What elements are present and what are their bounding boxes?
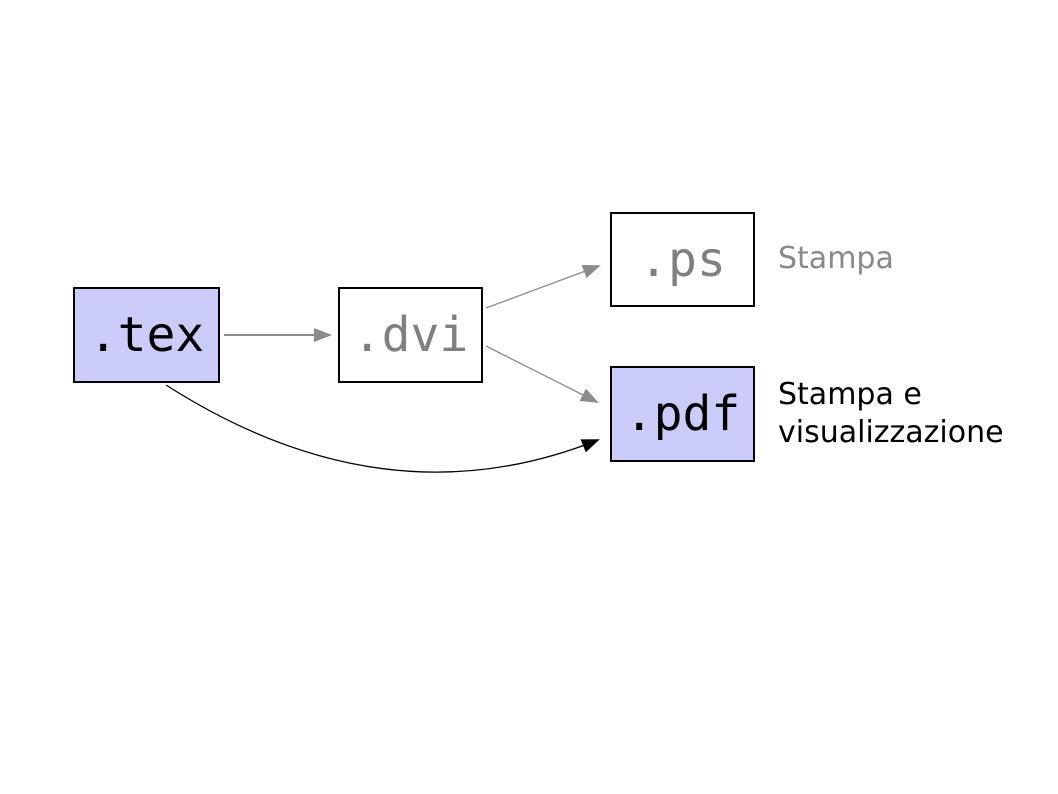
- node-dvi-label: .dvi: [352, 307, 469, 363]
- node-tex-label: .tex: [88, 307, 205, 363]
- node-ps: .ps: [610, 212, 755, 307]
- node-pdf-label: .pdf: [624, 386, 741, 442]
- edge-tex-to-pdf-curve: [165, 384, 600, 473]
- node-dvi: .dvi: [338, 287, 483, 383]
- annotation-stampa-e-visualizzazione: Stampa e visualizzazione: [778, 377, 1004, 450]
- edge-dvi-to-pdf: [485, 345, 599, 403]
- node-pdf: .pdf: [610, 366, 755, 462]
- edge-dvi-to-ps: [485, 265, 601, 309]
- node-ps-label: .ps: [639, 231, 726, 288]
- annotation-stampa: Stampa: [778, 241, 894, 276]
- node-tex: .tex: [73, 287, 220, 383]
